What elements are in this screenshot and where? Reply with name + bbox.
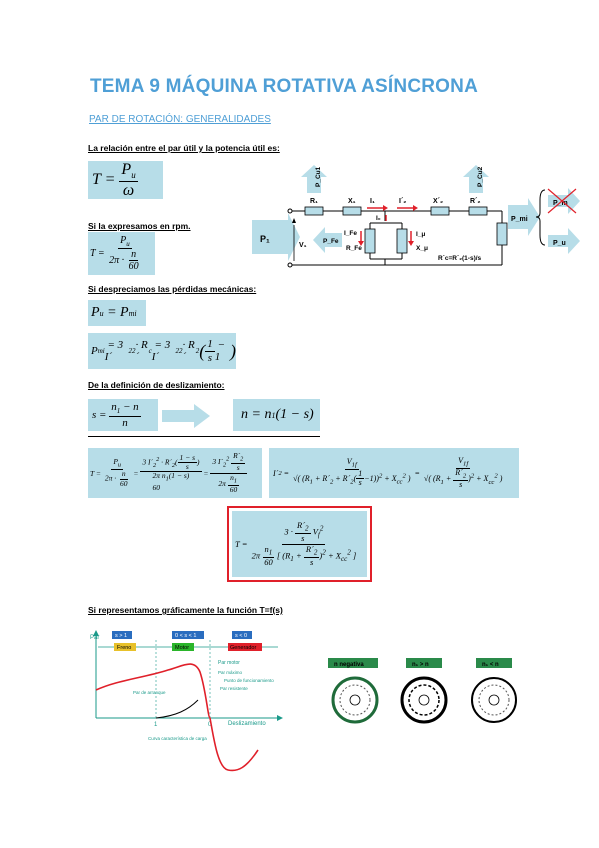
mode-2-label: Motor xyxy=(175,645,189,651)
i1-label: I₁ xyxy=(370,198,375,205)
i2-label: I´₂ xyxy=(399,198,406,205)
x2-label: X´₂ xyxy=(433,198,443,205)
section-subtitle: PAR DE ROTACIÓN: GENERALIDADES xyxy=(89,114,271,125)
torque-slip-graph: Par Deslizamiento s > 1 0 < s < 1 s < 0 … xyxy=(90,630,283,772)
mode-3-label: Generador xyxy=(230,645,256,651)
pfe-label: P_Fe xyxy=(323,238,339,245)
pmi-arrow-icon xyxy=(508,198,540,236)
x1-label: X₁ xyxy=(348,198,356,205)
pcu1-label: P_Cu1 xyxy=(315,166,322,187)
pcu2-arrow-icon xyxy=(463,165,489,193)
rotor-2-label: n₁ > n xyxy=(412,662,429,668)
callout-4: Par de arranque xyxy=(133,690,166,695)
callout-1: Par máximo xyxy=(218,670,243,675)
p1-label: P₁ xyxy=(260,234,270,244)
rfe-label: R_Fe xyxy=(346,245,362,252)
pu-label: P_u xyxy=(553,240,566,247)
ife-label: I_Fe xyxy=(344,230,357,237)
torque-curve xyxy=(95,663,259,772)
load-curve-label: Curva característica de carga xyxy=(148,736,207,741)
pm-arrow-icon xyxy=(548,188,580,214)
band-1-label: s > 1 xyxy=(115,633,127,639)
page-title: TEMA 9 MÁQUINA ROTATIVA ASÍNCRONA xyxy=(90,76,478,97)
r2-label: R´₂ xyxy=(470,198,481,205)
label-perdidas: Si despreciamos las pérdidas mecánicas: xyxy=(88,284,257,294)
x-axis-label: Deslizamiento xyxy=(228,721,266,727)
par-motor-label: Par motor xyxy=(218,660,240,666)
band-2-label: 0 < s < 1 xyxy=(175,633,196,639)
callout-2: Punto de funcionamiento xyxy=(224,678,274,683)
tick-1: 1 xyxy=(154,722,158,728)
rc-label: R´c=R´₂(1-s)/s xyxy=(438,255,482,262)
equivalent-circuit-diagram: P₁ P_Cu1 P_Cu2 P_Fe P_mi R₁ X₁ I₁ I´₂ X´… xyxy=(252,165,580,268)
pu-arrow-icon xyxy=(548,228,580,254)
p1-arrow-icon xyxy=(252,213,300,261)
rotor-1-label: n negativa xyxy=(334,662,364,668)
divider xyxy=(88,436,320,437)
band-3-label: s < 0 xyxy=(235,633,247,639)
callout-3: Par resistente xyxy=(220,686,248,691)
xmu-label: X_μ xyxy=(416,245,428,252)
pcu2-label: P_Cu2 xyxy=(477,166,484,187)
y-axis-label: Par xyxy=(90,635,99,641)
rotor-diagrams: n negativa n₁ > n n₁ < n xyxy=(328,658,517,724)
rotor-3-label: n₁ < n xyxy=(482,662,499,668)
pfe-arrow-icon xyxy=(313,227,342,253)
imu-label: I_μ xyxy=(416,231,425,238)
label-rpm: Si la expresamos en rpm. xyxy=(88,221,191,231)
tick-0: 0 xyxy=(208,722,212,728)
arrow-right-icon xyxy=(162,404,210,428)
label-deslizamiento: De la definición de deslizamiento: xyxy=(88,380,225,390)
pmi-label: P_mi xyxy=(511,216,528,223)
pm-label: P_m xyxy=(553,200,568,207)
r1-label: R₁ xyxy=(310,198,318,205)
pcu1-arrow-icon xyxy=(301,165,327,193)
mode-1-label: Freno xyxy=(117,645,131,651)
label-par-util: La relación entre el par útil y la poten… xyxy=(88,143,280,153)
v1-label: V₁ xyxy=(299,242,307,249)
io-label: I₀ xyxy=(376,215,381,222)
label-grafica: Si representamos gráficamente la función… xyxy=(88,605,283,615)
